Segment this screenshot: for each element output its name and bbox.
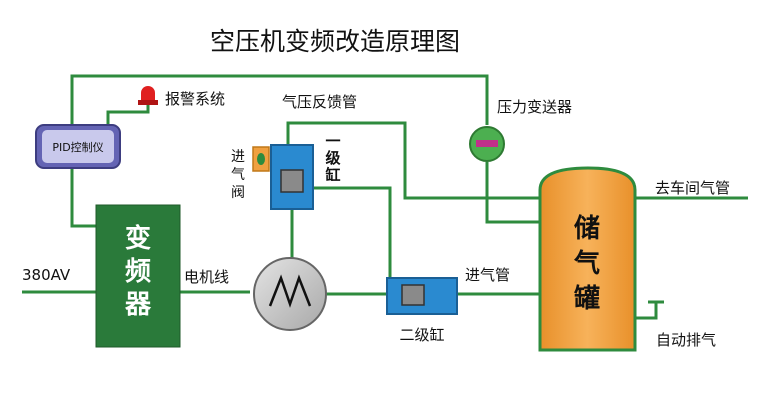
inverter-label-1: 变 (125, 223, 151, 254)
pressure-transmitter-label: 压力变送器 (497, 98, 572, 116)
pid-to-inverter-line (70, 168, 96, 228)
stage1-to-stage2-line (312, 186, 392, 278)
pid-to-transmitter-line (70, 74, 489, 125)
pid-controller: PID控制仪 (35, 124, 121, 169)
intake-valve-label-3: 阀 (231, 185, 245, 201)
pid-label: PID控制仪 (52, 140, 103, 154)
pid-to-alarm-line (106, 104, 150, 125)
stage1-label-1: 一 (325, 132, 340, 150)
tank-label-2: 气 (573, 248, 600, 279)
pressure-transmitter (469, 126, 505, 162)
connection-lines (22, 74, 748, 320)
power-input-label: 380AV (22, 266, 71, 284)
intake-pipe-label: 进气管 (465, 266, 510, 284)
inverter-label-2: 频 (125, 257, 151, 287)
air-tank: 储 气 罐 (538, 166, 637, 352)
auto-drain-label: 自动排气 (656, 331, 716, 349)
tank-label-3: 罐 (574, 283, 600, 314)
stage1-cylinder (270, 144, 314, 210)
transmitter-to-tank-line (485, 162, 540, 224)
stage2-cylinder (386, 277, 458, 315)
feedback-pipe-line (286, 121, 540, 200)
stage1-label-3: 缸 (325, 166, 340, 184)
inverter-label-3: 器 (124, 290, 152, 320)
transmitter-display (476, 140, 498, 147)
workshop-pipe-label: 去车间气管 (655, 179, 730, 197)
motor (253, 257, 327, 331)
alarm-label: 报警系统 (165, 90, 225, 108)
intake-valve-label-2: 气 (231, 167, 245, 183)
stage2-label: 二级缸 (399, 326, 444, 344)
auto-drain-line (635, 302, 658, 320)
tank-label-1: 储 (574, 213, 600, 244)
intake-valve-label-1: 进 (231, 149, 245, 165)
inverter: 变 频 器 (95, 204, 181, 348)
motor-wire-label: 电机线 (184, 268, 229, 286)
stage1-label-2: 级 (325, 149, 341, 167)
diagram-title: 空压机变频改造原理图 (210, 27, 460, 56)
alarm-light-icon (138, 86, 158, 105)
intake-valve (252, 146, 270, 172)
motor-symbol-icon (268, 274, 312, 308)
feedback-pipe-label: 气压反馈管 (282, 93, 357, 111)
